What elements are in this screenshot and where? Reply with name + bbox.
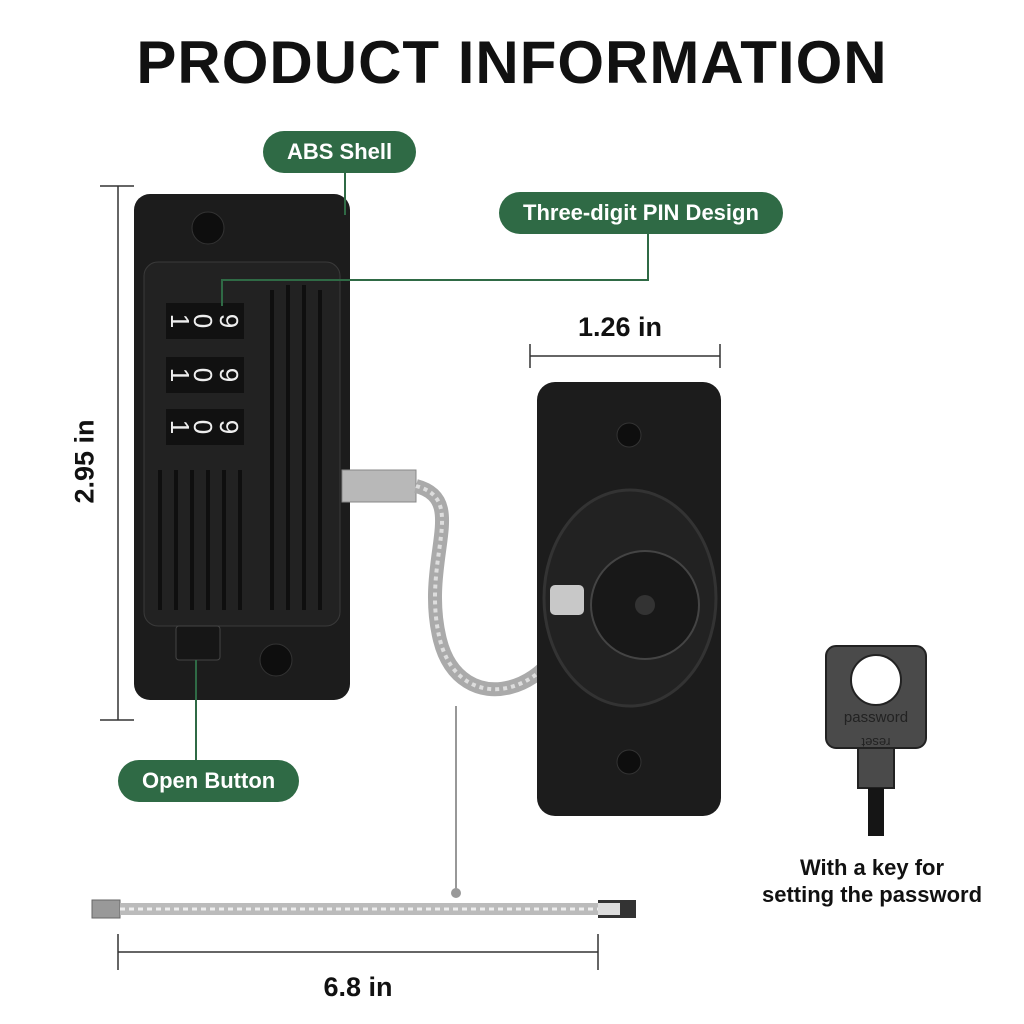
- callout-abs-shell: ABS Shell: [263, 131, 417, 173]
- width-dimension-line: [529, 344, 721, 368]
- dial-digit: 9: [214, 314, 244, 328]
- key-icon: [825, 645, 927, 836]
- page-title: PRODUCT INFORMATION: [136, 29, 888, 96]
- pin-design-leader: [221, 234, 649, 306]
- key-caption-line1: With a key for: [799, 855, 945, 880]
- dial-digit: 0: [188, 314, 218, 328]
- dial-digit: 1: [165, 314, 195, 328]
- width-dimension-label: 1.26 in: [577, 312, 663, 342]
- cable-dimension-line: [117, 934, 599, 970]
- height-dimension-line: [100, 185, 134, 721]
- callout-open-button: Open Button: [118, 760, 300, 802]
- lock-pin: [341, 469, 417, 503]
- height-dimension-label: 2.95 in: [69, 419, 100, 504]
- cable-length-label: 6.8 in: [323, 972, 393, 1002]
- dial-digit: 0: [188, 368, 218, 382]
- dial-digit: 9: [214, 368, 244, 382]
- mounting-plate: [537, 382, 721, 816]
- key-caption: With a key for setting the password: [740, 854, 1004, 908]
- dial-digit: 9: [214, 420, 244, 434]
- key-engraving-password: password: [844, 709, 908, 726]
- key-engraving-reset: reset: [861, 735, 890, 750]
- pin-dials: [166, 303, 244, 445]
- dial-digit: 1: [165, 420, 195, 434]
- callout-pin-design: Three-digit PIN Design: [499, 192, 783, 234]
- straight-cable: [91, 899, 636, 919]
- dial-digit: 0: [188, 420, 218, 434]
- dial-digit: 1: [165, 368, 195, 382]
- key-caption-line2: setting the password: [761, 882, 983, 907]
